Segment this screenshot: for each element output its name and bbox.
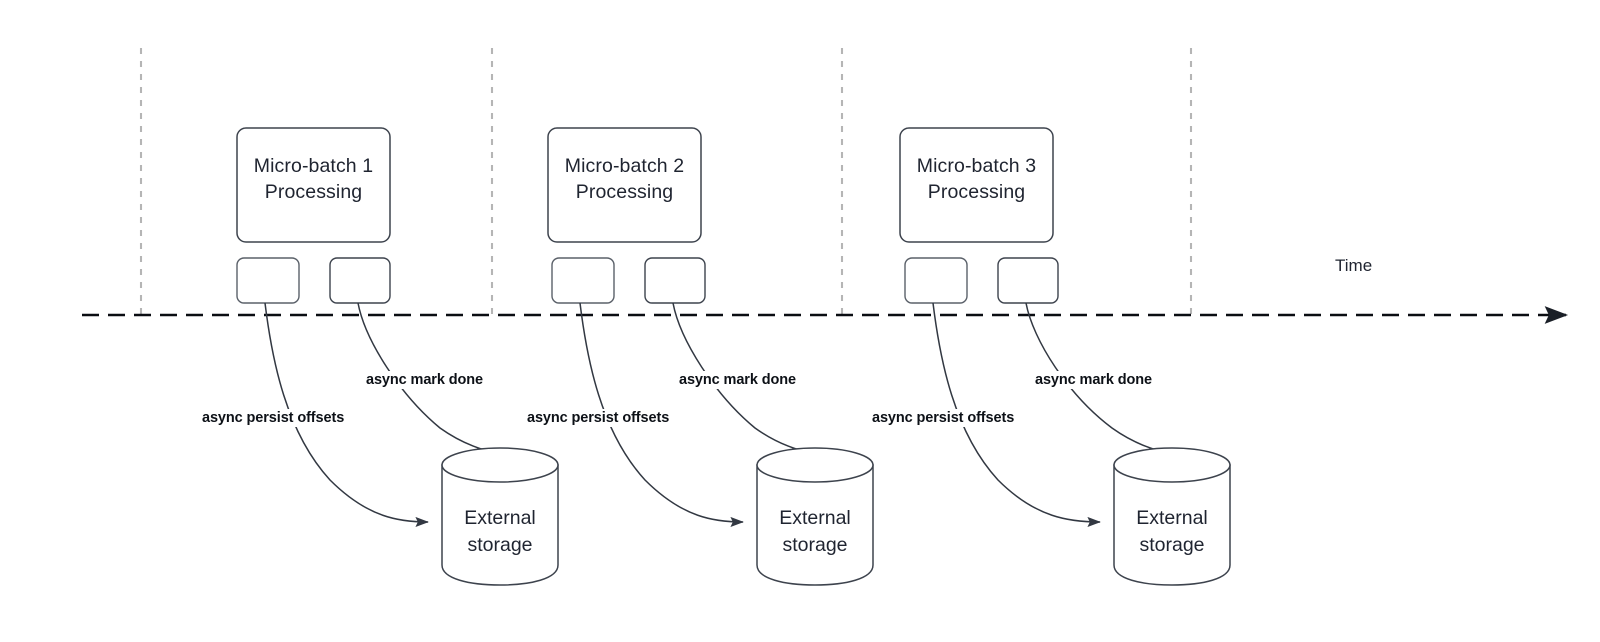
- persist-offsets-label-3: async persist offsets: [869, 409, 1018, 427]
- task-box-3-right[interactable]: [997, 257, 1059, 304]
- task-box-2-right[interactable]: [644, 257, 706, 304]
- mark-done-label-3: async mark done: [1032, 371, 1155, 389]
- task-box-1-left[interactable]: [236, 257, 300, 304]
- microbatch-box-1[interactable]: [236, 127, 391, 243]
- persist-offsets-arrow-2: [579, 302, 744, 528]
- task-box-1-right[interactable]: [329, 257, 391, 304]
- external-storage-cylinder-3[interactable]: [1113, 447, 1231, 586]
- persist-offsets-arrow-3: [932, 302, 1101, 528]
- external-storage-cylinder-2[interactable]: [756, 447, 874, 586]
- mark-done-label-1: async mark done: [363, 371, 486, 389]
- microbatch-box-3[interactable]: [899, 127, 1054, 243]
- mark-done-label-2: async mark done: [676, 371, 799, 389]
- group-3-shapes: [899, 127, 1231, 586]
- group-2-shapes: [547, 127, 874, 586]
- task-box-2-left[interactable]: [551, 257, 615, 304]
- persist-offsets-arrow-1: [264, 302, 429, 528]
- time-axis-label: Time: [1335, 256, 1373, 275]
- microbatch-box-2[interactable]: [547, 127, 702, 243]
- external-storage-cylinder-1[interactable]: [441, 447, 559, 586]
- group-1-shapes: [236, 127, 559, 586]
- task-box-3-left[interactable]: [904, 257, 968, 304]
- tick-line-group: [139, 48, 1193, 316]
- persist-offsets-label-2: async persist offsets: [524, 409, 673, 427]
- persist-offsets-label-1: async persist offsets: [199, 409, 348, 427]
